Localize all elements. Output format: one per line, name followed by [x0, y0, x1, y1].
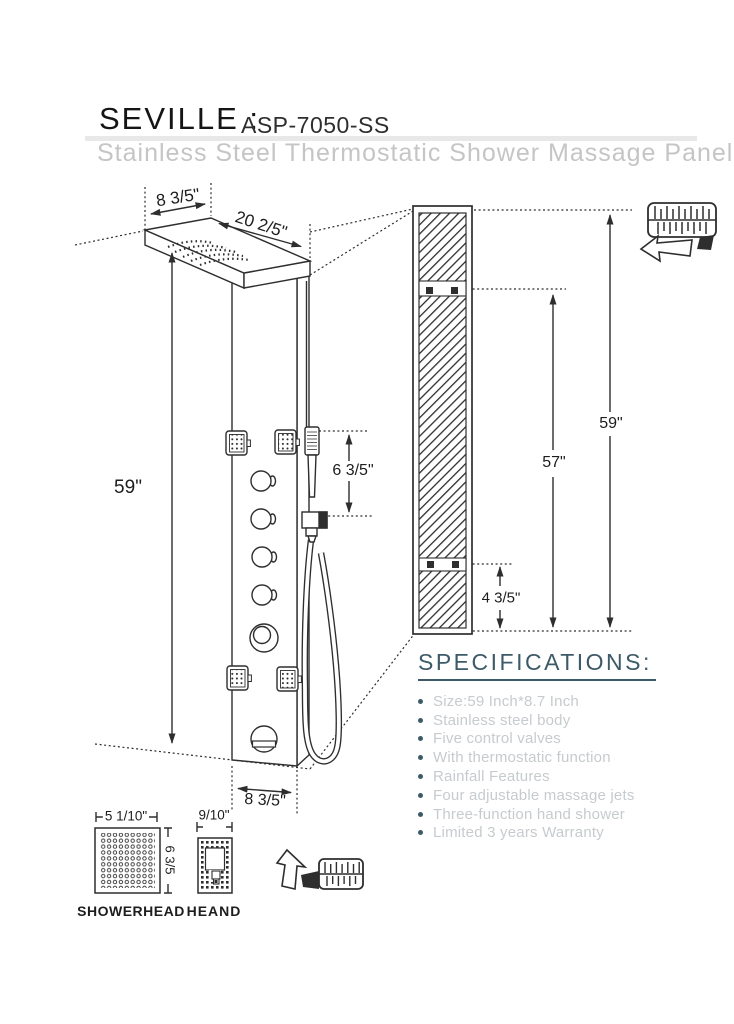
- arrow-down-left-icon: [639, 234, 693, 263]
- spec-item: Three-function hand shower: [418, 805, 678, 824]
- tape-measure-icon: [275, 848, 364, 890]
- dim-hand-shower-height: 6 3/5": [330, 462, 376, 480]
- dim-rear-bottom-offset: 4 3/5": [479, 589, 523, 607]
- massage-jet-icon: [226, 665, 252, 691]
- bullet-icon: [418, 755, 423, 761]
- rear-view-panel: [412, 205, 473, 635]
- showerhead-caption: SHOWERHEAD: [77, 903, 185, 919]
- control-valves: [249, 470, 279, 653]
- hand-shower-detail: [196, 822, 233, 894]
- dim-front-height: 59": [114, 477, 142, 498]
- thermostatic-knob: [249, 623, 279, 653]
- slide-bracket: [301, 511, 328, 543]
- bullet-icon: [418, 698, 423, 704]
- dim-showerhead-depth: 6 3/5: [162, 845, 178, 875]
- bullet-icon: [418, 774, 423, 780]
- hand-shower: [301, 426, 328, 543]
- showerhead-detail: [94, 812, 172, 894]
- product-subtitle: Stainless Steel Thermostatic Shower Mass…: [97, 139, 734, 167]
- spec-item: Stainless steel body: [418, 711, 678, 730]
- projection-lines: [74, 183, 632, 814]
- bullet-icon: [418, 811, 423, 817]
- dim-rear-overall-height: 59": [597, 415, 625, 433]
- dim-hand-width: 9/10": [198, 807, 230, 823]
- spec-item: Four adjustable massage jets: [418, 786, 678, 805]
- bullet-icon: [418, 792, 423, 798]
- brand-name: SEVILLE :: [99, 101, 261, 136]
- dim-panel-bottom-width: 8 3/5": [243, 790, 287, 811]
- rain-shower-head: [142, 217, 313, 290]
- specifications-section: SPECIFICATIONS: Size:59 Inch*8.7 Inch St…: [418, 649, 678, 842]
- specifications-heading: SPECIFICATIONS:: [418, 649, 656, 681]
- massage-jet-icon: [225, 430, 251, 456]
- dim-rear-bracket-height: 57": [540, 454, 568, 472]
- model-number: ASP-7050-SS: [241, 112, 390, 138]
- dimension-arrows: [150, 202, 614, 796]
- spec-item: Size:59 Inch*8.7 Inch: [418, 692, 678, 711]
- hand-caption: HEAND: [186, 903, 242, 919]
- massage-jets: [225, 429, 302, 692]
- massage-jet-icon: [274, 429, 300, 455]
- shower-hose: [301, 539, 343, 765]
- arrow-up-left-icon: [275, 848, 308, 890]
- spray-pattern: [167, 240, 250, 267]
- spec-item: Rainfall Features: [418, 767, 678, 786]
- bullet-icon: [418, 717, 423, 723]
- diagram-lines: [74, 183, 717, 894]
- bullet-icon: [418, 830, 423, 836]
- spec-item: With thermostatic function: [418, 748, 678, 767]
- tub-spout: [250, 725, 278, 753]
- tape-measure-icon: [639, 202, 717, 263]
- title-divider: [85, 136, 697, 141]
- spec-item: Limited 3 years Warranty: [418, 824, 678, 843]
- bullet-icon: [418, 736, 423, 742]
- specifications-list: Size:59 Inch*8.7 Inch Stainless steel bo…: [418, 692, 678, 842]
- massage-jet-icon: [276, 666, 302, 692]
- dim-showerhead-width: 5 1/10": [102, 808, 150, 824]
- spec-item: Five control valves: [418, 730, 678, 749]
